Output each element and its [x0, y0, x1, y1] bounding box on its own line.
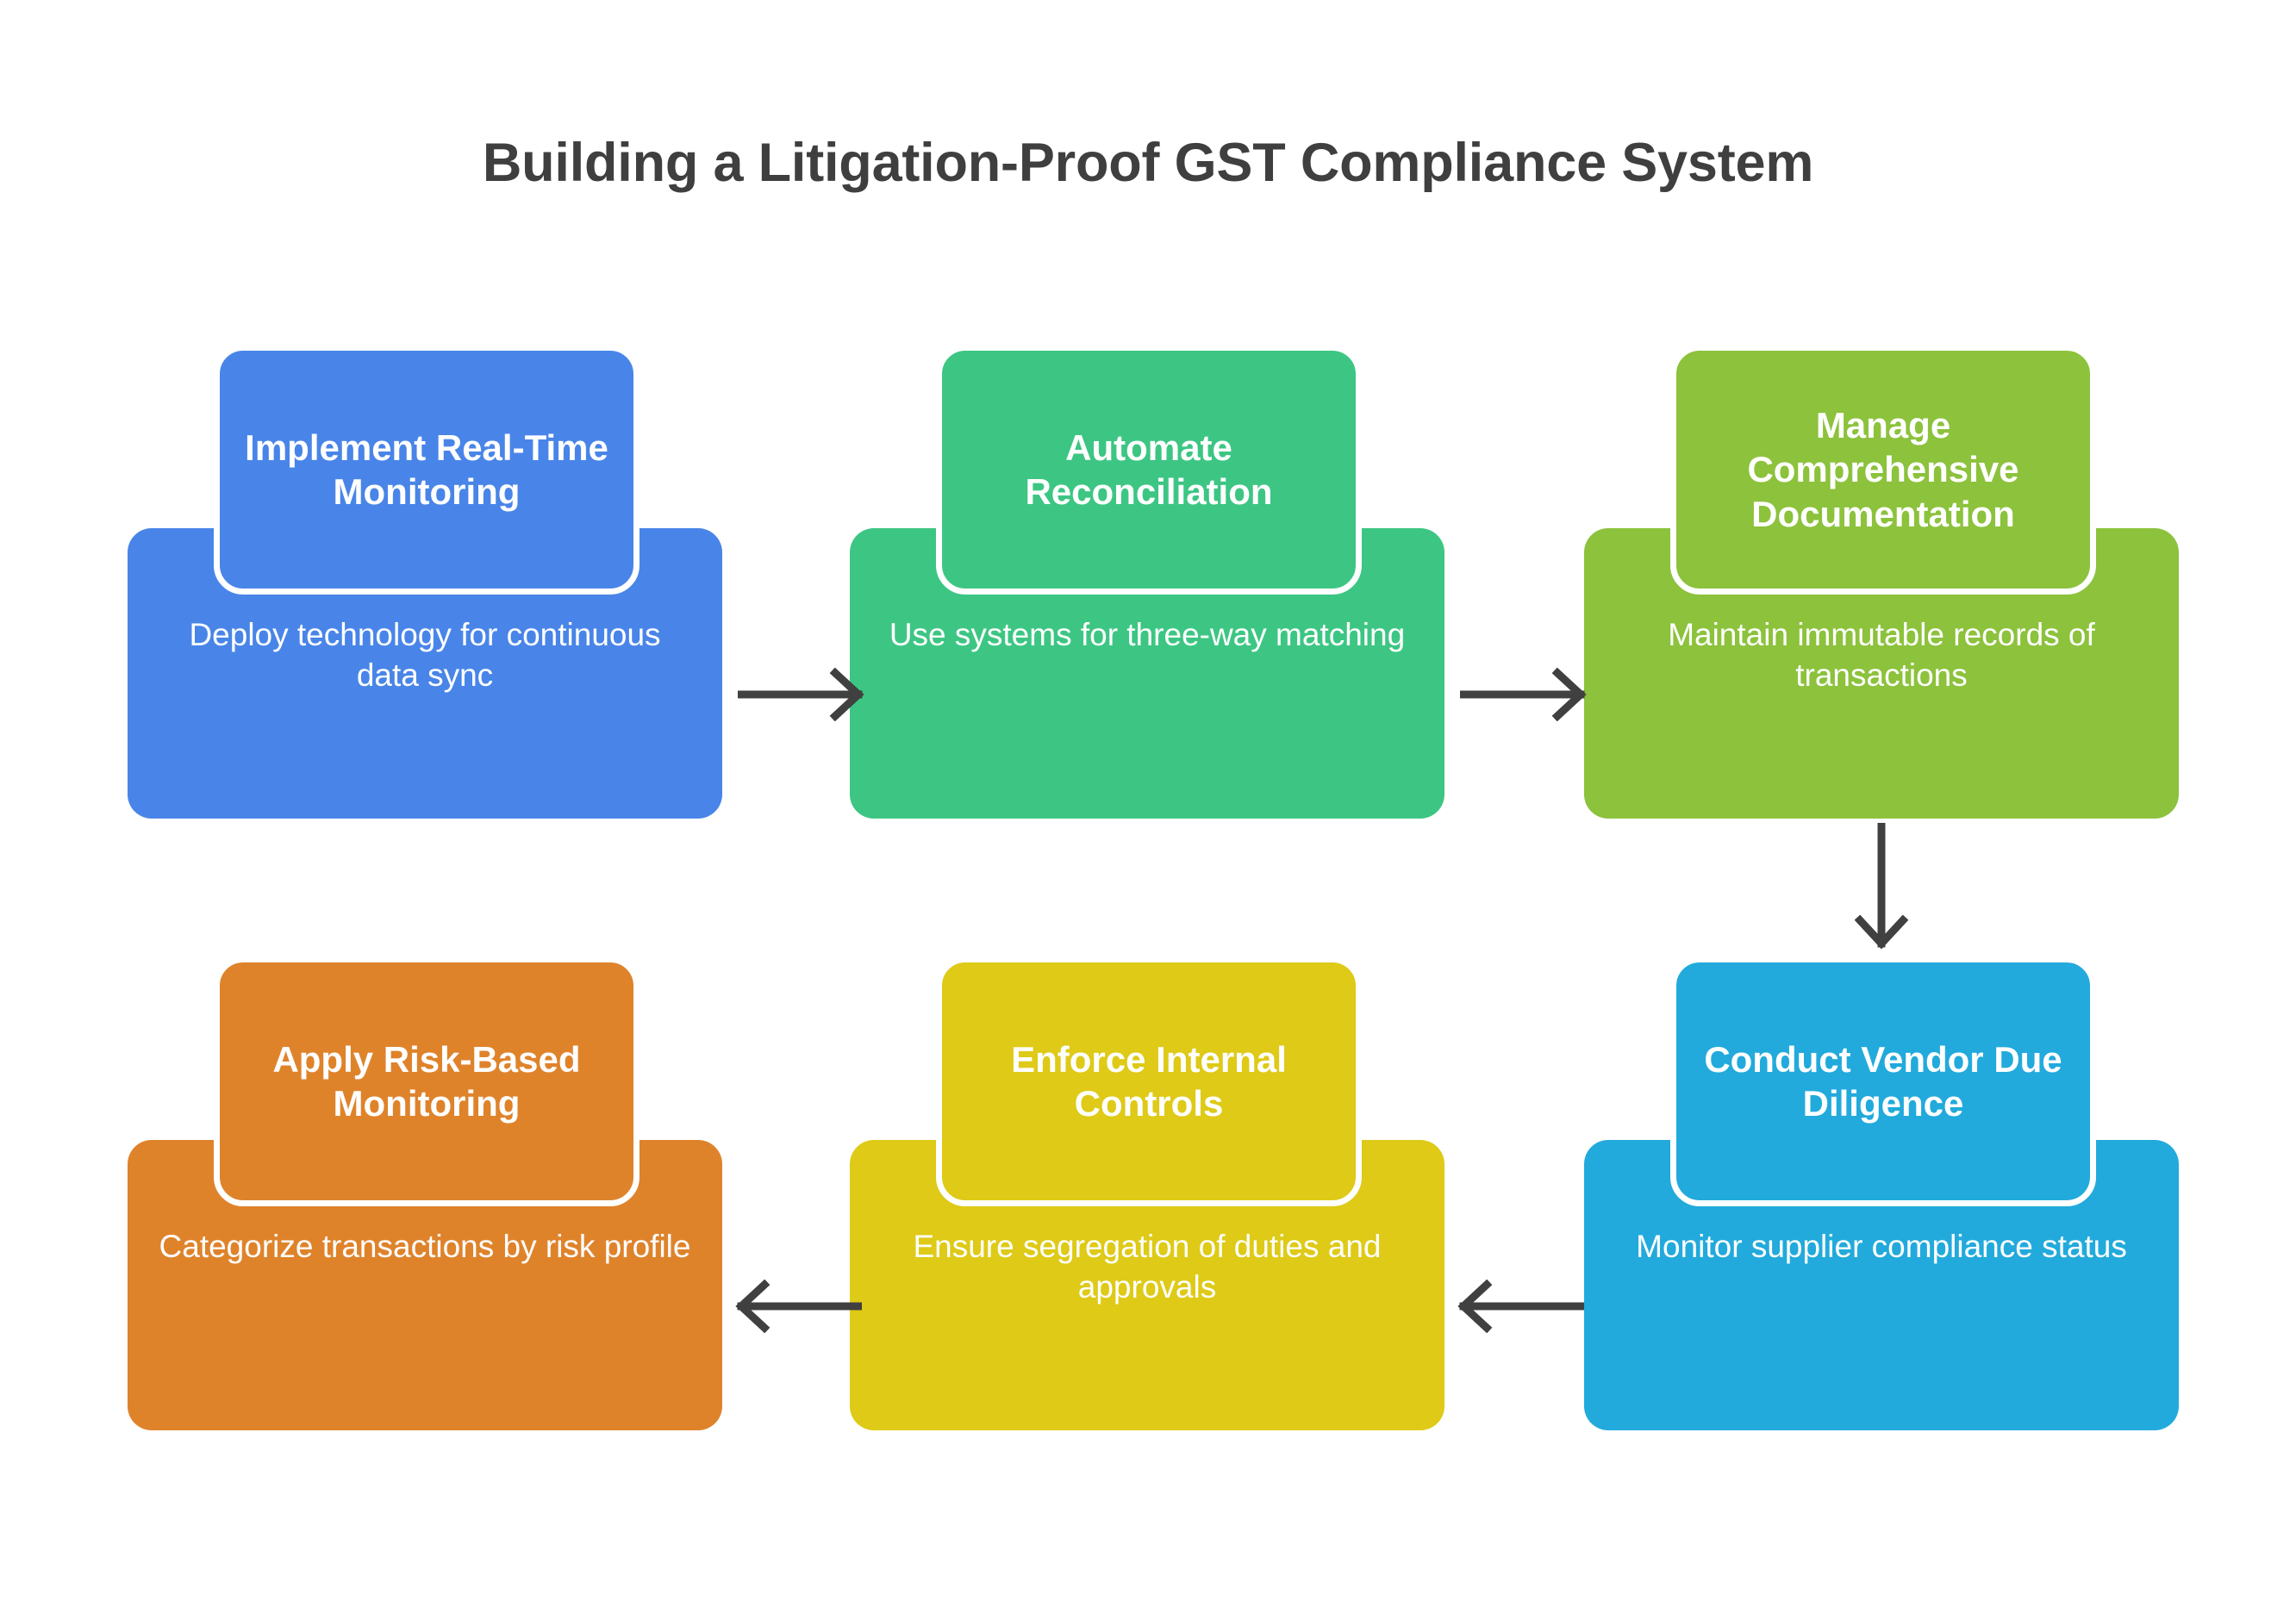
card-description: Monitor supplier compliance status — [1636, 1229, 2127, 1264]
card-title: Implement Real-Time Monitoring — [245, 427, 608, 512]
card-header: Automate Reconciliation — [936, 345, 1362, 595]
arrow-right-icon-2-to-3 — [1460, 668, 1587, 721]
card-title: Automate Reconciliation — [1025, 427, 1273, 512]
card-title: Conduct Vendor Due Diligence — [1704, 1038, 2062, 1124]
card-description: Deploy technology for continuous data sy… — [189, 617, 661, 694]
arrow-down-icon-3-to-4 — [1855, 823, 1908, 950]
card-header: Enforce Internal Controls — [936, 956, 1362, 1206]
card-description: Categorize transactions by risk profile — [159, 1229, 691, 1264]
page-title: Building a Litigation-Proof GST Complian… — [482, 133, 1814, 193]
card-header: Conduct Vendor Due Diligence — [1670, 956, 2096, 1206]
arrow-right-icon-1-to-2 — [738, 668, 864, 721]
card-title: Enforce Internal Controls — [1011, 1038, 1287, 1124]
card-description: Use systems for three-way matching — [889, 617, 1406, 652]
card-header: Implement Real-Time Monitoring — [214, 345, 640, 595]
card-header: Apply Risk-Based Monitoring — [214, 956, 640, 1206]
card-title: Manage Comprehensive Documentation — [1747, 405, 2019, 534]
card-header: Manage Comprehensive Documentation — [1670, 345, 2096, 595]
arrow-left-icon-4-to-5 — [1457, 1280, 1584, 1333]
card-title: Apply Risk-Based Monitoring — [272, 1038, 581, 1124]
card-description: Ensure segregation of duties and approva… — [913, 1229, 1382, 1305]
arrow-left-icon-5-to-6 — [735, 1280, 862, 1333]
card-description: Maintain immutable records of transactio… — [1668, 617, 2095, 694]
